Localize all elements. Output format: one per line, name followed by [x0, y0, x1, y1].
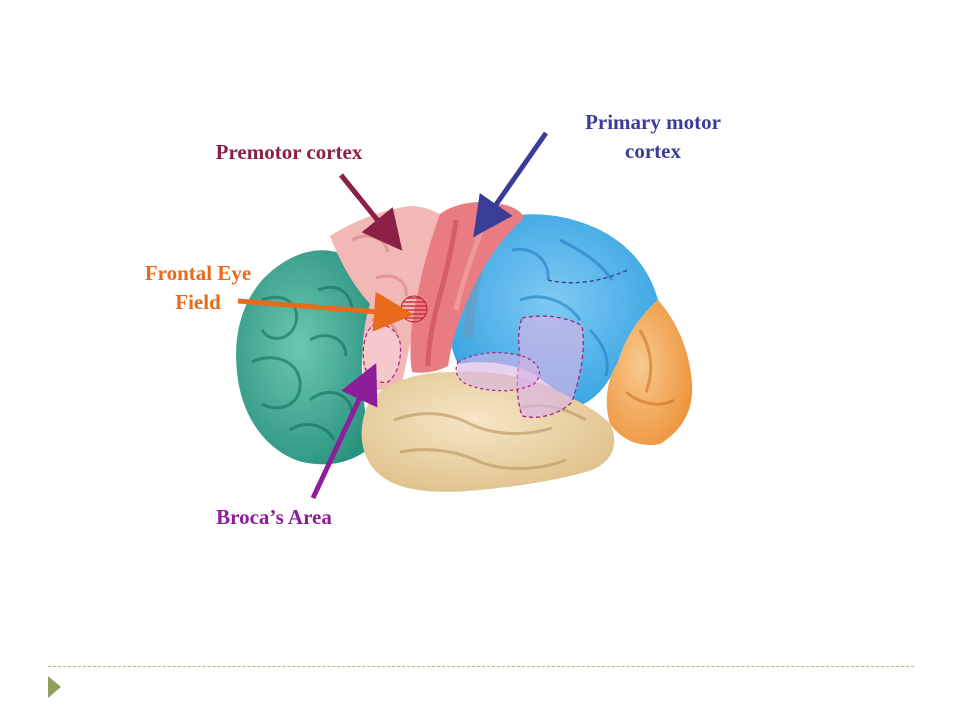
frontal-eye-arrow — [237, 291, 414, 332]
motor-strip — [410, 202, 524, 373]
frontal-eye-label-line2: Field — [175, 290, 221, 314]
primary-motor-arrow — [473, 131, 549, 238]
premotor-arrow — [339, 173, 403, 251]
play-triangle-icon — [48, 676, 61, 698]
frontal-eye-field-spot — [400, 295, 428, 323]
primary-motor-label-line1: Primary motor — [585, 110, 721, 134]
broca-arrow — [310, 362, 378, 500]
dashed-purple-region — [516, 315, 584, 418]
frontal-eye-field-label: Frontal Eye Field — [126, 259, 270, 317]
broca-area-label: Broca’s Area — [216, 505, 332, 529]
frontal-eye-label-line1: Frontal Eye — [144, 261, 252, 285]
primary-motor-label-line2: cortex — [625, 139, 681, 163]
primary-motor-cortex-label: Primary motor cortex — [563, 108, 743, 166]
footer-divider — [48, 666, 914, 667]
premotor-cortex-label: Premotor cortex — [215, 140, 363, 164]
